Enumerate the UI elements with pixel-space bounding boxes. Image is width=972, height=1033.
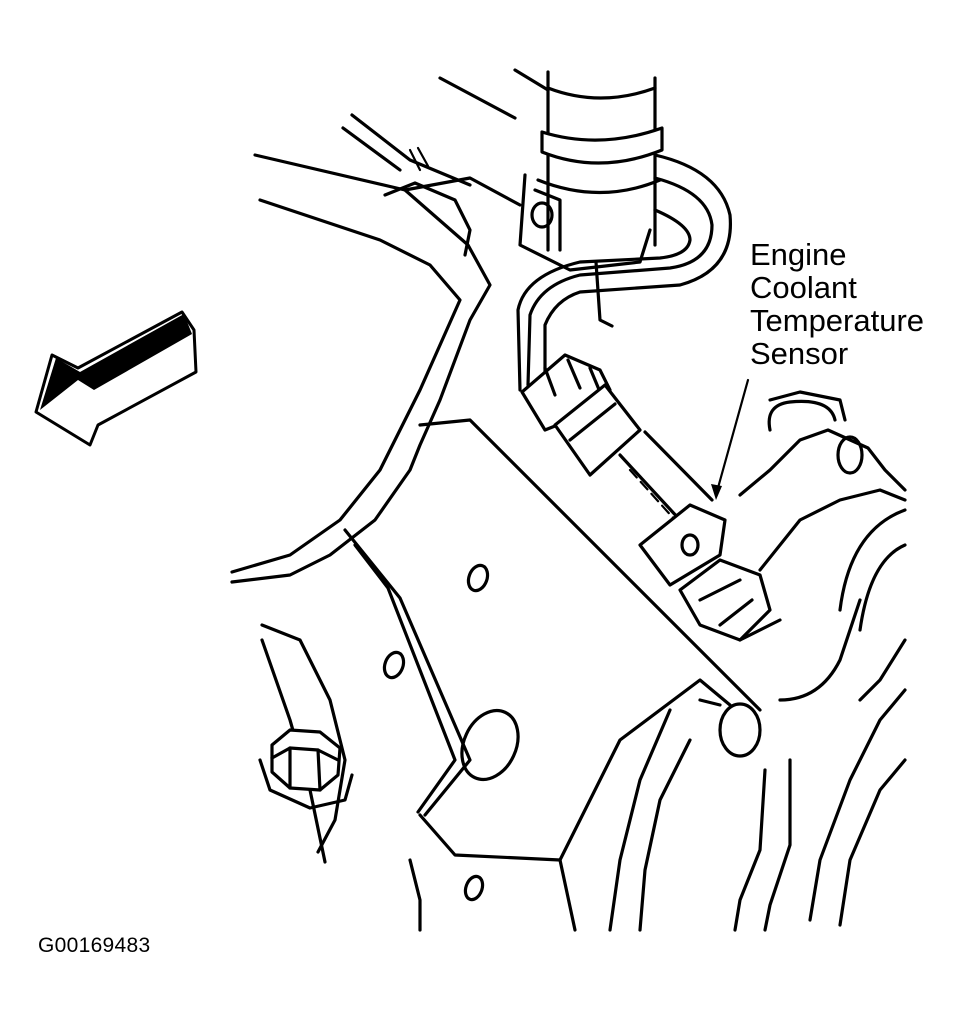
engine-block-plate [260, 418, 762, 932]
coolant-tubes [516, 153, 733, 392]
lower-casting [608, 638, 907, 932]
callout-line-2: Coolant [750, 270, 857, 305]
intake-manifold [230, 113, 522, 584]
callout-line-4: Sensor [750, 336, 849, 371]
callout-line-1: Engine [750, 237, 847, 272]
bolt-head [258, 728, 354, 810]
wiring-connector [520, 353, 642, 477]
callout-leader-line [711, 378, 750, 500]
callout-line-3: Temperature [750, 303, 925, 338]
coolant-hose [438, 68, 664, 272]
engine-coolant-temperature-sensor [618, 430, 772, 642]
sensor-callout-label: Engine Coolant Temperature Sensor [750, 238, 924, 370]
forward-direction-arrow-icon [34, 310, 198, 447]
figure-id: G00169483 [38, 934, 151, 957]
thermostat-housing [698, 390, 907, 758]
